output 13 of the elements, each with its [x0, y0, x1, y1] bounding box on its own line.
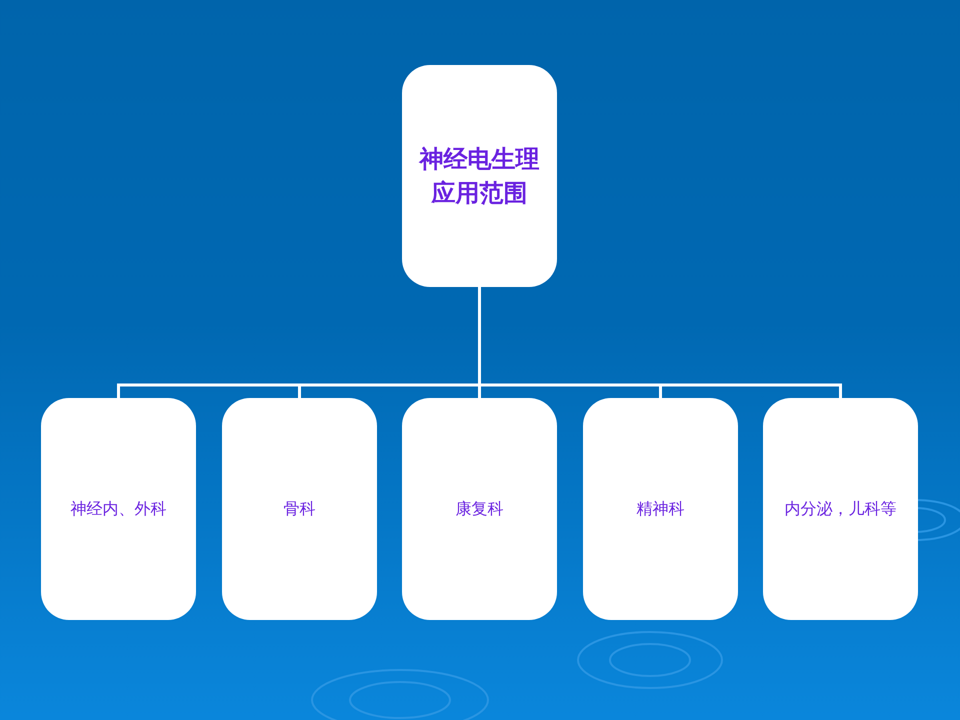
category-label: 康复科	[456, 498, 504, 520]
category-box	[402, 398, 557, 620]
category-box	[222, 398, 377, 620]
topic-box	[402, 65, 557, 287]
category-box	[763, 398, 918, 620]
connector-line	[478, 287, 842, 398]
category-label: 内分泌，儿科等	[784, 498, 896, 520]
topic-label: 神经电生理应用范围	[418, 143, 540, 209]
category-box	[583, 398, 738, 620]
category-label: 神经内、外科	[70, 498, 166, 520]
category-box	[41, 398, 196, 620]
category-label: 骨科	[284, 498, 316, 520]
category-label: 精神科	[636, 498, 684, 520]
